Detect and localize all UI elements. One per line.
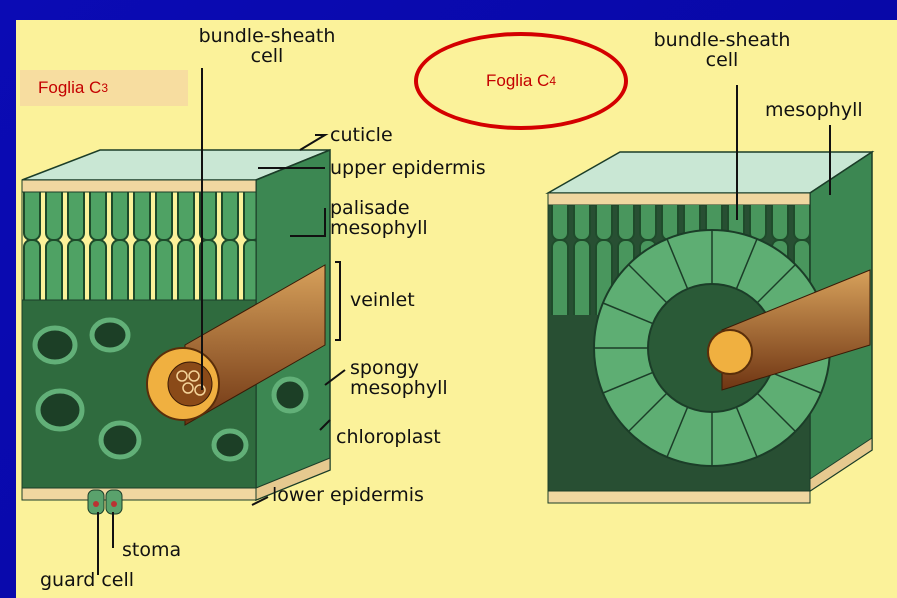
c3-upper-epidermis bbox=[22, 180, 256, 192]
label-spongy-mesophyll: spongy mesophyll bbox=[350, 358, 448, 398]
label-chloroplast: chloroplast bbox=[336, 427, 441, 447]
c4-leaf-block bbox=[548, 152, 872, 503]
c3-leaf-block bbox=[22, 150, 330, 514]
c4-title-text: Foglia C bbox=[486, 71, 549, 91]
c4-lower-epidermis bbox=[548, 491, 810, 503]
label-upper-epidermis: upper epidermis bbox=[330, 158, 486, 178]
c4-title-subscript: 4 bbox=[549, 74, 556, 88]
c3-palisade-layer bbox=[22, 192, 256, 300]
label-veinlet: veinlet bbox=[350, 290, 415, 310]
label-cuticle: cuticle bbox=[330, 125, 393, 145]
c3-lower-epidermis bbox=[22, 488, 256, 500]
c4-upper-epidermis bbox=[548, 193, 810, 205]
label-lower-epidermis: lower epidermis bbox=[272, 485, 424, 505]
label-bundle-sheath-cell-c4: bundle-sheath cell bbox=[632, 30, 812, 70]
label-guard-cell: guard cell bbox=[40, 570, 134, 590]
c3-title-text: Foglia C bbox=[38, 78, 101, 98]
c3-title-subscript: 3 bbox=[101, 81, 108, 95]
label-mesophyll-c4: mesophyll bbox=[765, 100, 863, 120]
label-palisade-mesophyll: palisade mesophyll bbox=[330, 198, 428, 238]
label-bundle-sheath-cell-c3: bundle-sheath cell bbox=[172, 26, 362, 66]
label-stoma: stoma bbox=[122, 540, 181, 560]
